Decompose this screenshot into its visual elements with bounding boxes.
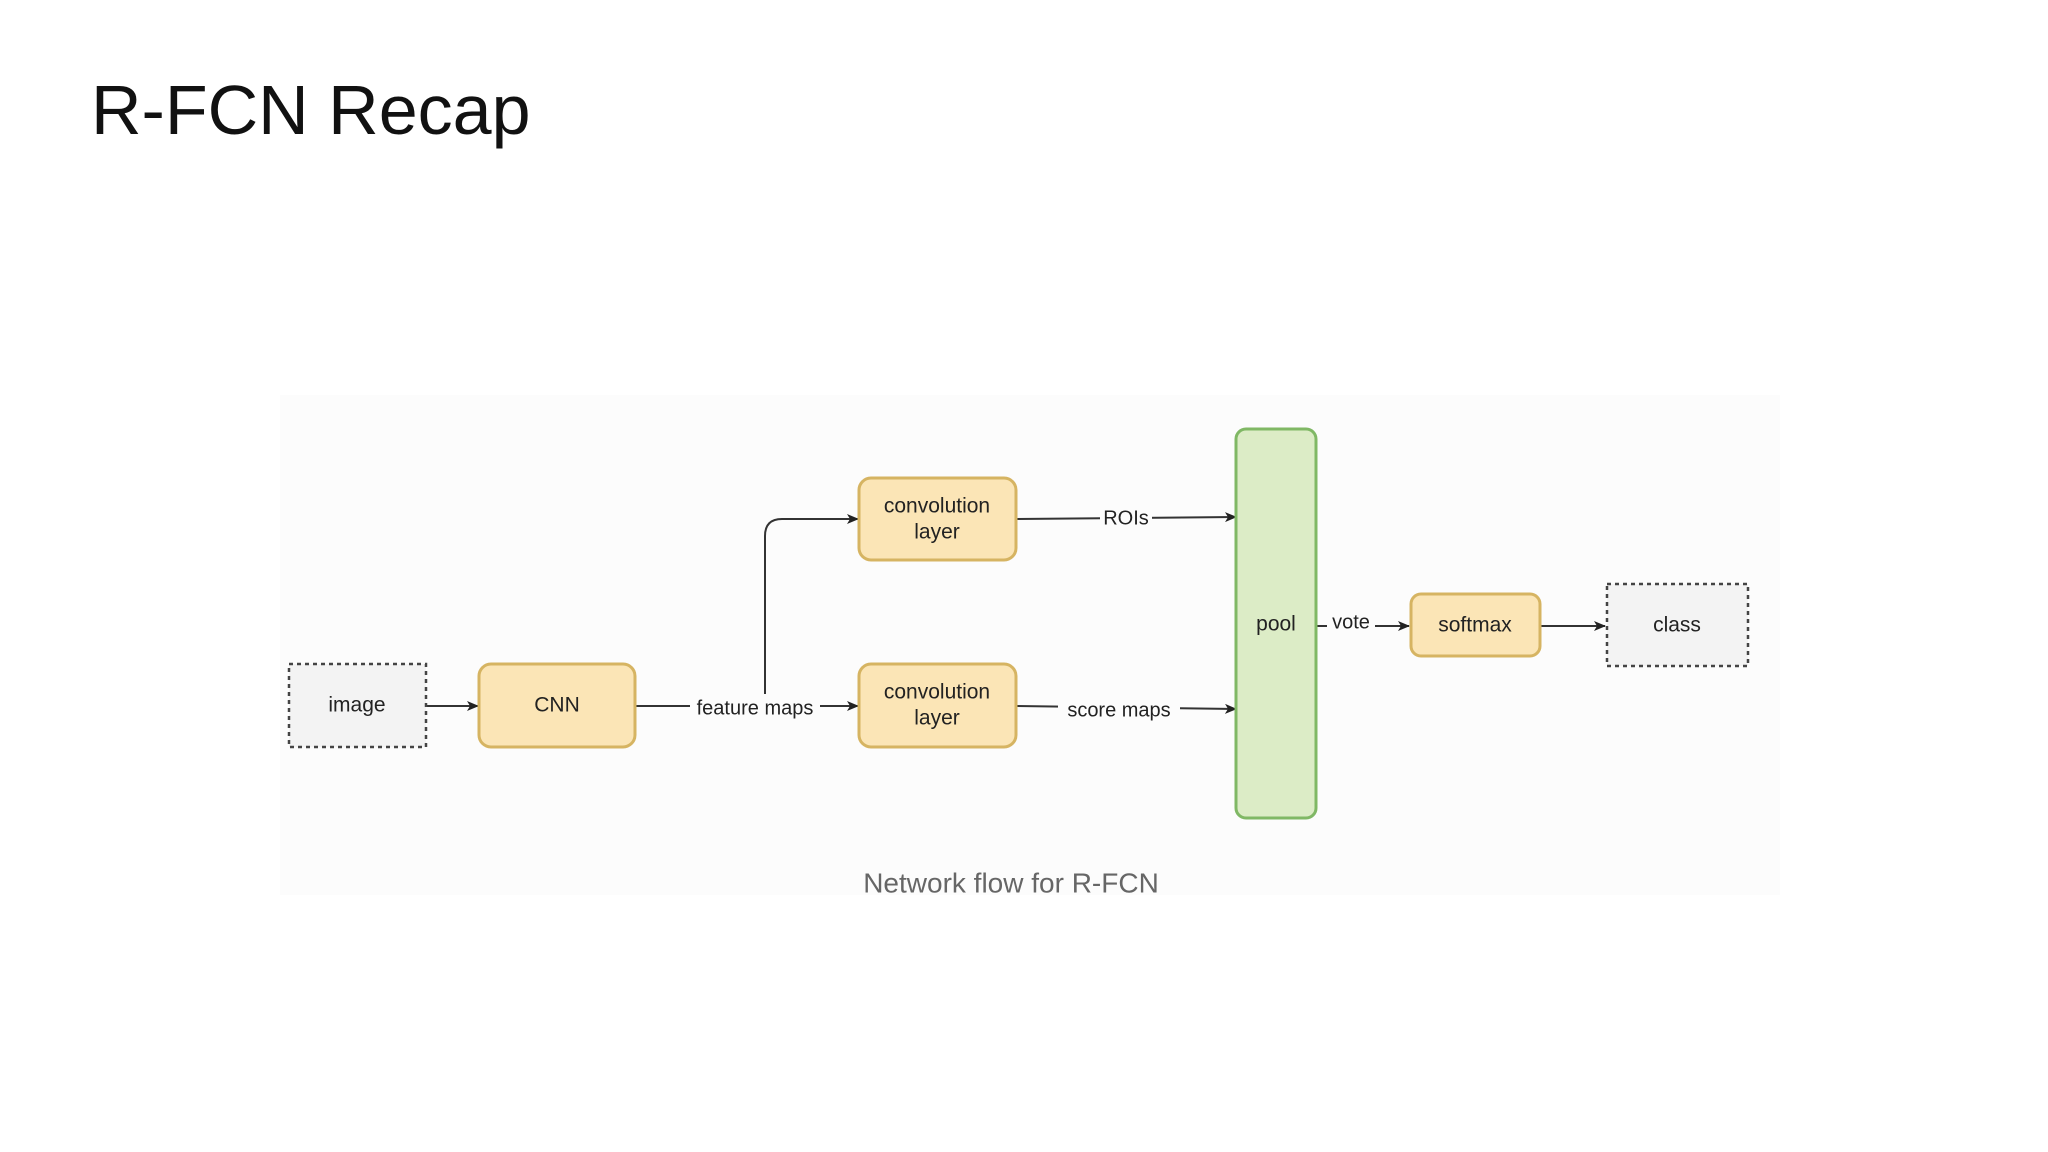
node-image: image bbox=[287, 662, 428, 749]
node-conv-top: convolution layer bbox=[857, 476, 1018, 562]
figure-caption: Network flow for R-FCN bbox=[863, 867, 1159, 898]
rois-label: ROIs bbox=[1103, 507, 1149, 529]
node-conv-top-line2: layer bbox=[914, 521, 960, 544]
edge-label-rois: ROIs bbox=[1100, 505, 1152, 531]
node-conv-bottom: convolution layer bbox=[857, 662, 1018, 749]
edge-label-feature-maps: feature maps bbox=[690, 694, 820, 720]
slide-title: R-FCN Recap bbox=[91, 71, 531, 149]
node-cnn: CNN bbox=[477, 662, 637, 749]
feature-maps-label: feature maps bbox=[697, 697, 814, 719]
edge-label-vote: vote bbox=[1327, 610, 1375, 636]
node-softmax: softmax bbox=[1409, 592, 1542, 658]
node-class-label: class bbox=[1653, 614, 1701, 637]
node-image-label: image bbox=[328, 694, 385, 717]
node-cnn-label: CNN bbox=[534, 694, 580, 717]
edge-label-score-maps: score maps bbox=[1058, 697, 1180, 723]
vote-label: vote bbox=[1332, 611, 1370, 633]
node-conv-top-line1: convolution bbox=[884, 495, 990, 518]
node-conv-bottom-line1: convolution bbox=[884, 681, 990, 704]
node-pool-label: pool bbox=[1256, 613, 1296, 636]
node-pool: pool bbox=[1234, 427, 1318, 820]
node-softmax-label: softmax bbox=[1438, 614, 1512, 637]
edge-branch-to-conv-top bbox=[764, 514, 859, 706]
node-class: class bbox=[1605, 582, 1750, 668]
node-conv-bottom-line2: layer bbox=[914, 707, 960, 730]
score-maps-label: score maps bbox=[1067, 699, 1170, 721]
